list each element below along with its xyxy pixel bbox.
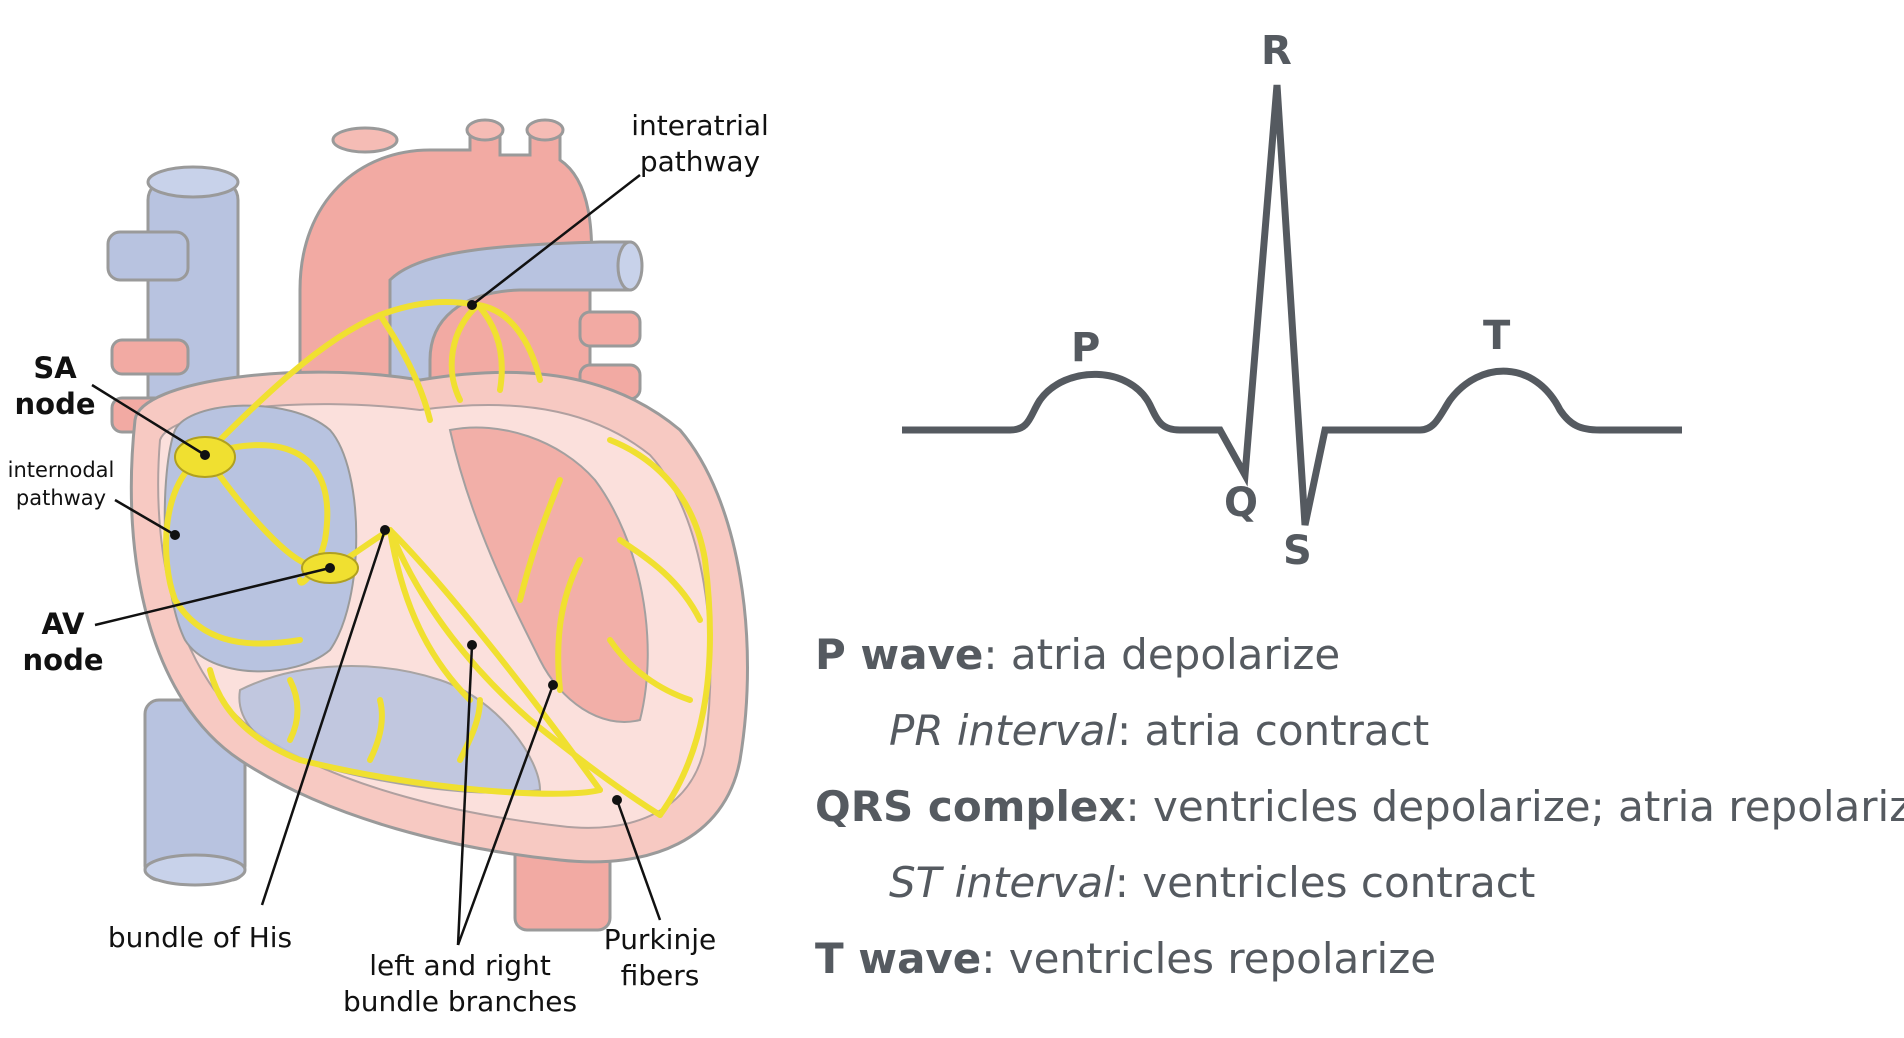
legend-term: QRS complex bbox=[815, 782, 1126, 831]
label-purkinje-fibers: Purkinje fibers bbox=[603, 923, 717, 992]
legend-term: ST interval bbox=[889, 858, 1115, 907]
legend-desc: ventricles repolarize bbox=[995, 934, 1437, 983]
legend-desc: ventricles depolarize; atria repolarize bbox=[1139, 782, 1904, 831]
ecg-label-t: T bbox=[1483, 313, 1511, 359]
inferior-vena-cava-opening bbox=[143, 853, 247, 887]
superior-vena-cava-opening bbox=[146, 165, 240, 199]
legend-row-pr-interval: PR interval: atria contract bbox=[889, 706, 1430, 755]
aorta-branch-1 bbox=[331, 126, 399, 154]
label-av-node: AV node bbox=[22, 607, 104, 677]
legend-term: P wave bbox=[815, 630, 984, 679]
legend-desc: atria contract bbox=[1131, 706, 1430, 755]
ecg-label-s: S bbox=[1283, 528, 1312, 574]
label-bundle-branches: left and right bundle branches bbox=[342, 949, 578, 1018]
left-ventricle bbox=[448, 426, 649, 723]
legend-term: PR interval bbox=[889, 706, 1117, 755]
legend-row-t-wave: T wave: ventricles repolarize bbox=[815, 934, 1437, 983]
legend-desc: ventricles contract bbox=[1128, 858, 1536, 907]
conduction-system bbox=[163, 299, 713, 818]
label-bundle-of-his: bundle of His bbox=[107, 921, 293, 954]
aorta-branch-2 bbox=[465, 118, 505, 142]
ecg-label-p: P bbox=[1071, 325, 1101, 371]
leader-dots bbox=[170, 300, 622, 805]
pulmonary-trunk-opening bbox=[616, 240, 644, 292]
label-sa-node: SA node bbox=[14, 351, 96, 421]
label-internodal-pathway: internodal pathway bbox=[7, 458, 115, 510]
legend-row-qrs-complex: QRS complex: ventricles depolarize; atri… bbox=[815, 778, 1904, 854]
legend-row-p-wave: P wave: atria depolarize bbox=[815, 630, 1341, 679]
ecg-label-r: R bbox=[1261, 28, 1292, 74]
pulmonary-artery-right-1 bbox=[578, 310, 642, 348]
legend-term: T wave bbox=[815, 934, 982, 983]
ecg-waveform bbox=[902, 84, 1682, 526]
ecg-label-q: Q bbox=[1224, 480, 1259, 526]
pulmonary-artery-left bbox=[110, 338, 190, 376]
pulmonary-vein-left-upper bbox=[106, 230, 190, 282]
ecg-legend: P wave: atria depolarize PR interval: at… bbox=[815, 626, 1904, 1006]
aorta-branch-3 bbox=[525, 118, 565, 142]
heart-conduction-illustration bbox=[91, 118, 749, 946]
ecg-trace bbox=[902, 84, 1682, 526]
legend-desc: atria depolarize bbox=[997, 630, 1341, 679]
leader-lines bbox=[91, 174, 662, 946]
legend-row-st-interval: ST interval: ventricles contract bbox=[889, 858, 1536, 907]
label-interatrial-pathway: interatrial pathway bbox=[631, 109, 769, 178]
